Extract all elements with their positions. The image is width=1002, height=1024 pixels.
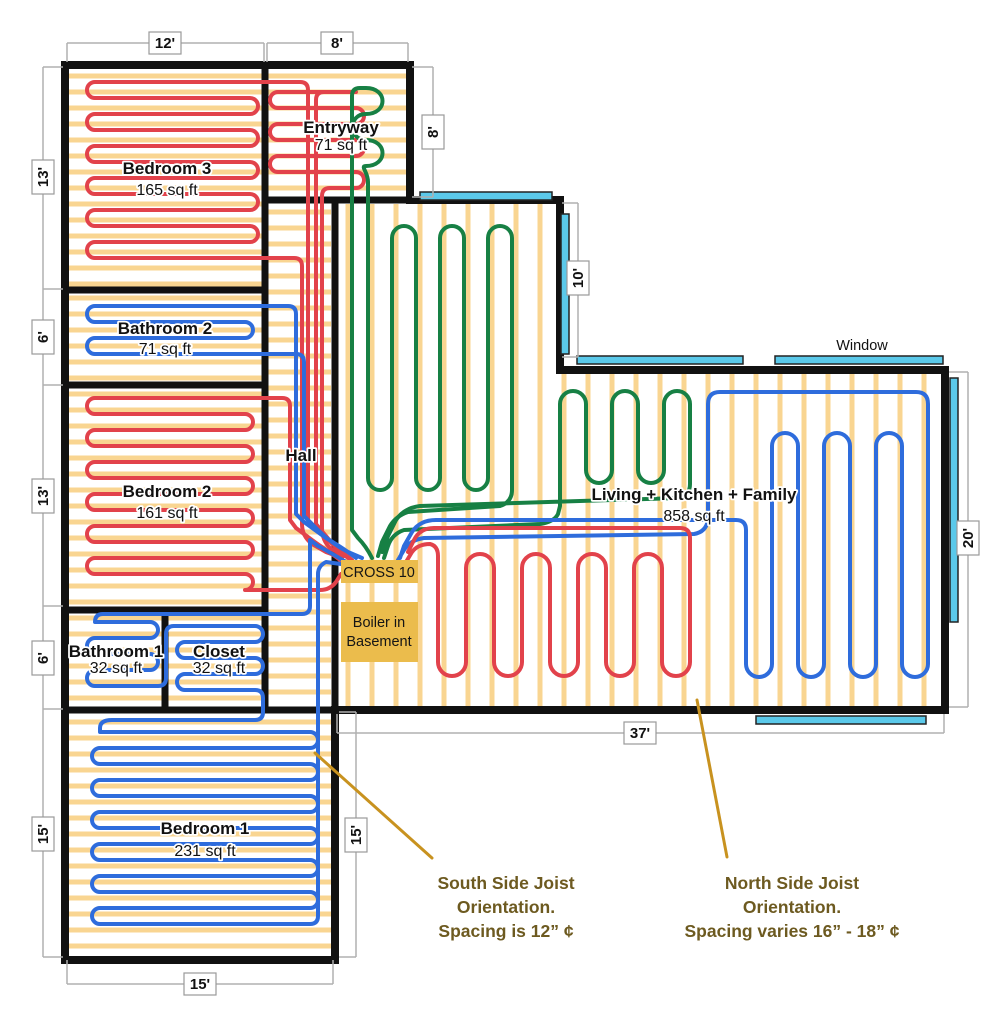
dim-label: 15' <box>35 824 52 844</box>
manifold-boxes: CROSS 10 Boiler in Basement <box>341 560 418 662</box>
dim-left-bathroom2: 6' <box>31 319 55 355</box>
room-label-living: Living + Kitchen + Family <box>592 485 798 504</box>
outer-wall <box>61 61 949 964</box>
window-living-top-left <box>576 355 744 365</box>
dim-label: 6' <box>35 331 52 343</box>
room-area-bathroom2: 71 sq ft <box>139 341 192 358</box>
room-area-bathroom1: 32 sq ft <box>90 660 143 677</box>
room-label-closet: Closet <box>193 642 245 661</box>
windows <box>419 191 959 725</box>
south-annotation-line1: South Side Joist <box>437 873 574 893</box>
room-label-entryway: Entryway <box>303 118 379 137</box>
dim-label: 8' <box>425 126 442 138</box>
north-annotation-line3: Spacing varies 16” - 18” ¢ <box>685 921 900 941</box>
boiler-label-line1: Boiler in <box>353 615 405 631</box>
pipe <box>396 390 930 679</box>
dim-label: 13' <box>35 486 52 506</box>
annotations: South Side Joist Orientation. Spacing is… <box>313 698 900 941</box>
pipe <box>380 389 692 560</box>
north-annotation-line1: North Side Joist <box>725 873 859 893</box>
room-area-bedroom3: 165 sq ft <box>136 182 198 199</box>
dim-bottom-bedroom1: 15' <box>183 972 217 996</box>
north-leader-line <box>695 698 729 859</box>
dim-label: 6' <box>35 652 52 664</box>
room-label-bathroom2: Bathroom 2 <box>118 319 212 338</box>
room-area-bedroom2: 161 sq ft <box>136 505 198 522</box>
pipe <box>85 304 364 560</box>
room-area-living: 858 sq ft <box>663 508 725 525</box>
room-label-bedroom2: Bedroom 2 <box>123 482 212 501</box>
pipe <box>268 90 366 562</box>
pipe <box>350 86 514 560</box>
dim-label: 13' <box>35 167 52 187</box>
room-label-hall: Hall <box>285 446 316 465</box>
dim-label: 10' <box>570 268 587 288</box>
south-annotation-line3: Spacing is 12” ¢ <box>438 921 573 941</box>
dim-left-bedroom3: 13' <box>31 159 55 195</box>
window-living-bottom <box>755 715 927 725</box>
room-label-bedroom1: Bedroom 1 <box>161 819 250 838</box>
pipe <box>404 526 692 678</box>
room-area-entryway: 71 sq ft <box>315 137 368 154</box>
dim-middle-right: 10' <box>566 260 590 296</box>
dim-label: 8' <box>331 35 343 52</box>
pipe-loops <box>85 80 930 926</box>
room-label-bathroom1: Bathroom 1 <box>69 642 163 661</box>
south-leader-line <box>313 751 434 860</box>
dim-label: 20' <box>960 528 977 548</box>
window-living-right <box>949 377 959 623</box>
dim-label: 15' <box>190 976 210 993</box>
dim-bottom-living: 37' <box>623 721 657 745</box>
room-label-bedroom3: Bedroom 3 <box>123 159 212 178</box>
dim-left-bedroom1: 15' <box>31 816 55 852</box>
dim-top-entry: 8' <box>320 31 354 55</box>
boiler-box <box>341 602 418 662</box>
window-living-top-right <box>774 355 944 365</box>
dim-entry-right: 8' <box>421 114 445 150</box>
room-area-closet: 32 sq ft <box>193 660 246 677</box>
dim-right-bedroom1: 15' <box>344 817 368 853</box>
dim-label: 15' <box>348 825 365 845</box>
dim-label: 37' <box>630 725 650 742</box>
room-area-bedroom1: 231 sq ft <box>174 843 236 860</box>
dim-label: 12' <box>155 35 175 52</box>
room-labels: Bedroom 3 165 sq ft Entryway 71 sq ft Ba… <box>67 116 888 862</box>
walls <box>61 61 949 964</box>
cross-manifold-box <box>341 560 418 583</box>
cross-manifold-label: CROSS 10 <box>343 565 415 581</box>
dim-left-bedroom2: 13' <box>31 478 55 514</box>
window-label: Window <box>836 338 888 354</box>
pipe <box>85 396 343 592</box>
dim-top-bedroom3: 12' <box>148 31 182 55</box>
south-annotation-line2: Orientation. <box>457 897 555 917</box>
pipe <box>85 80 350 560</box>
dimensions: 12' 8' 15' 37' 13' 6' 13' 6' 15' 15' 8' … <box>31 31 980 996</box>
window-entry-top <box>419 191 553 201</box>
pipe <box>85 538 348 926</box>
boiler-label-line2: Basement <box>346 634 411 650</box>
dim-right-living: 20' <box>956 520 980 556</box>
north-annotation-line2: Orientation. <box>743 897 841 917</box>
dim-left-bathroom1: 6' <box>31 640 55 676</box>
